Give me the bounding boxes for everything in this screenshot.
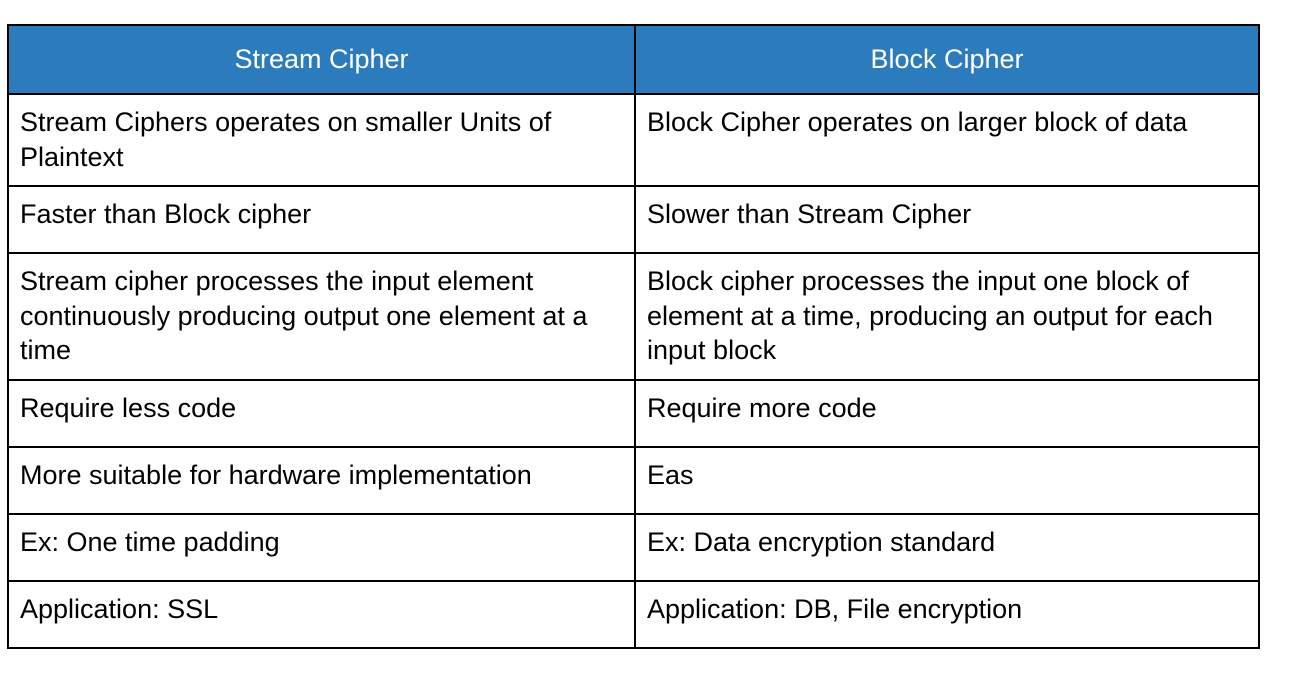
cell-text: Eas bbox=[647, 459, 694, 490]
cipher-comparison-table: Stream Cipher Block Cipher Stream Cipher… bbox=[7, 24, 1260, 649]
cell-block-cipher: Require more code bbox=[634, 378, 1260, 448]
table-row: Require less code Require more code bbox=[7, 378, 1260, 448]
cell-block-cipher: Eas bbox=[634, 445, 1260, 515]
cell-text: Block cipher processes the input one blo… bbox=[647, 266, 1213, 366]
cell-stream-cipher: Faster than Block cipher bbox=[7, 185, 636, 255]
table-row: Ex: One time padding Ex: Data encryption… bbox=[7, 512, 1260, 582]
cell-text: Slower than Stream Cipher bbox=[647, 199, 972, 230]
cell-text: Ex: One time padding bbox=[20, 526, 280, 557]
cell-block-cipher: Application: DB, File encryption bbox=[634, 579, 1260, 649]
cell-block-cipher: Block Cipher operates on larger block of… bbox=[634, 92, 1260, 188]
table-header-row: Stream Cipher Block Cipher bbox=[7, 24, 1260, 95]
table-row: More suitable for hardware implementatio… bbox=[7, 445, 1260, 515]
cell-text: Stream Ciphers operates on smaller Units… bbox=[20, 107, 552, 172]
cell-stream-cipher: Application: SSL bbox=[7, 579, 636, 649]
cell-block-cipher: Slower than Stream Cipher bbox=[634, 185, 1260, 255]
cell-stream-cipher: Ex: One time padding bbox=[7, 512, 636, 582]
column-header-stream-cipher-label: Stream Cipher bbox=[234, 44, 409, 75]
cell-stream-cipher: Stream cipher processes the input elemen… bbox=[7, 252, 636, 381]
cell-text: More suitable for hardware implementatio… bbox=[20, 459, 532, 490]
cell-text: Require more code bbox=[647, 392, 877, 423]
table-row: Faster than Block cipher Slower than Str… bbox=[7, 185, 1260, 255]
column-header-stream-cipher: Stream Cipher bbox=[7, 24, 636, 95]
cell-stream-cipher: More suitable for hardware implementatio… bbox=[7, 445, 636, 515]
cell-text: Ex: Data encryption standard bbox=[647, 526, 996, 557]
table-header: Stream Cipher Block Cipher bbox=[7, 24, 1260, 95]
table-row: Stream cipher processes the input elemen… bbox=[7, 252, 1260, 381]
cell-block-cipher: Block cipher processes the input one blo… bbox=[634, 252, 1260, 381]
cell-text: Require less code bbox=[20, 392, 237, 423]
cell-block-cipher: Ex: Data encryption standard bbox=[634, 512, 1260, 582]
cell-text: Block Cipher operates on larger block of… bbox=[647, 107, 1188, 137]
cell-text: Application: DB, File encryption bbox=[647, 593, 1023, 624]
cell-text: Application: SSL bbox=[20, 593, 219, 624]
cell-text: Stream cipher processes the input elemen… bbox=[20, 266, 588, 366]
table-row: Application: SSL Application: DB, File e… bbox=[7, 579, 1260, 649]
column-header-block-cipher: Block Cipher bbox=[634, 24, 1260, 95]
cell-stream-cipher: Stream Ciphers operates on smaller Units… bbox=[7, 92, 636, 188]
table-body: Stream Ciphers operates on smaller Units… bbox=[7, 92, 1260, 649]
column-header-block-cipher-label: Block Cipher bbox=[870, 44, 1024, 75]
cell-text: Faster than Block cipher bbox=[20, 199, 312, 230]
cell-stream-cipher: Require less code bbox=[7, 378, 636, 448]
table-row: Stream Ciphers operates on smaller Units… bbox=[7, 92, 1260, 188]
